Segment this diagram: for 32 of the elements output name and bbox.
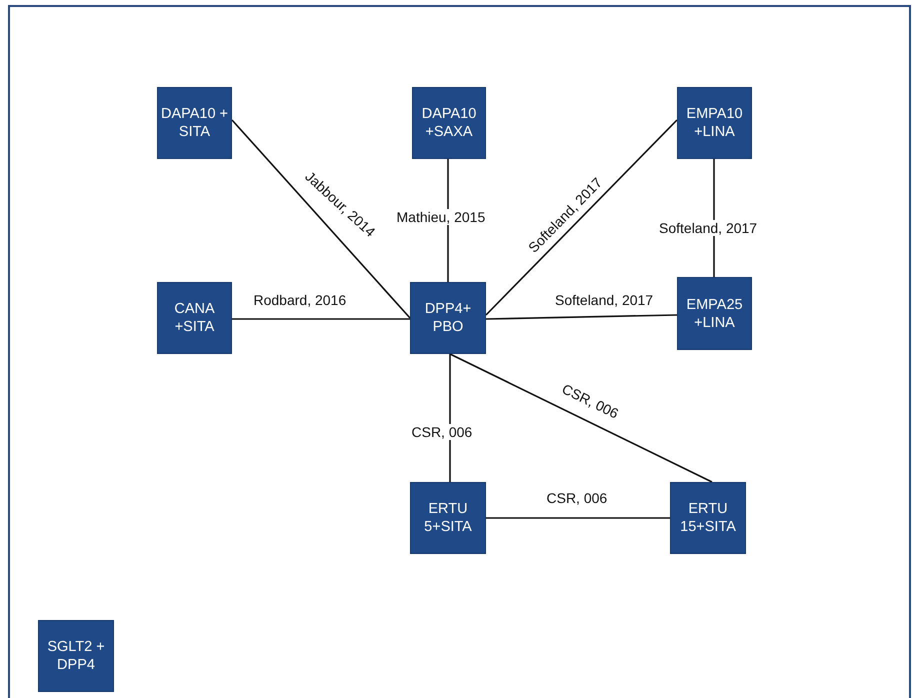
node-label: SGLT2 + DPP4 <box>46 638 106 674</box>
edge-label: Rodbard, 2016 <box>252 292 348 308</box>
node-label: ERTU 5+SITA <box>423 500 473 536</box>
edge-label: Mathieu, 2015 <box>394 209 488 225</box>
connector-line <box>450 353 712 483</box>
connector-line <box>486 314 678 320</box>
node-label: DAPA10 +SAXA <box>420 105 478 141</box>
connector-line <box>449 354 451 482</box>
edge-label: CSR, 006 <box>544 490 610 506</box>
edge-label: CSR, 006 <box>410 424 474 440</box>
drug-box <box>412 87 486 159</box>
drug-box <box>157 87 232 159</box>
drug-box <box>677 277 752 350</box>
connector-line <box>485 119 678 316</box>
node-label: ERTU 15+SITA <box>679 500 737 536</box>
node-label: EMPA25 +LINA <box>685 296 744 332</box>
drug-box <box>38 620 114 692</box>
connector-line <box>486 517 670 519</box>
node-label: EMPA10 +LINA <box>685 105 744 141</box>
edge-label: Softeland, 2017 <box>553 292 656 308</box>
drug-box <box>410 482 486 554</box>
connector-line <box>447 159 449 282</box>
edge-label: Softeland, 2017 <box>657 220 760 236</box>
node-label: DAPA10 + SITA <box>160 105 230 141</box>
drug-box <box>157 282 232 354</box>
drug-box <box>410 282 486 354</box>
drug-box <box>677 87 752 159</box>
node-label: DPP4+ PBO <box>424 300 472 336</box>
connector-line <box>231 119 411 319</box>
node-label: CANA +SITA <box>173 300 216 336</box>
drug-box <box>670 482 746 554</box>
connector-line <box>232 318 410 320</box>
